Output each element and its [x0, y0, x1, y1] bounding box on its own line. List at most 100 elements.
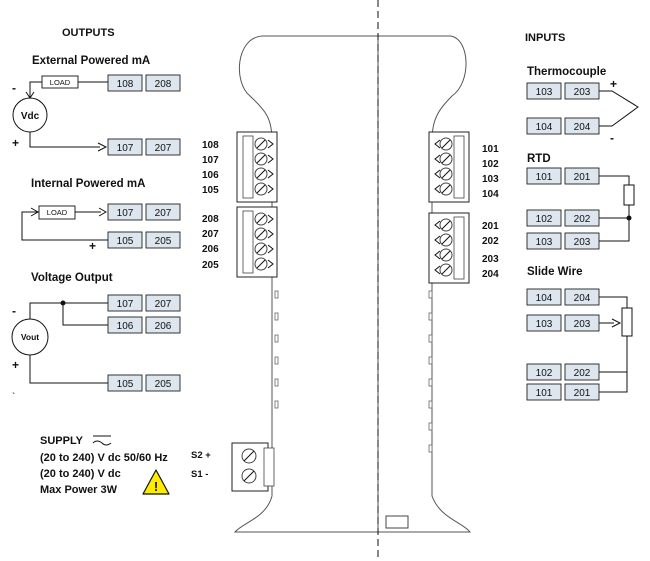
- svg-text:102: 102: [536, 368, 553, 379]
- terminal-104-tc: [526, 117, 562, 135]
- terminal-104-sw: [526, 288, 562, 306]
- svg-text:207: 207: [155, 299, 172, 310]
- ac-dc-symbol-icon: [92, 435, 112, 446]
- label-207: 207: [202, 229, 219, 240]
- svg-text:107: 107: [117, 208, 134, 219]
- supply-line-1: (20 to 240) V dc 50/60 Hz: [40, 452, 168, 464]
- svg-text:101: 101: [536, 388, 553, 399]
- tc-plus: +: [610, 77, 617, 91]
- outputs-heading: OUTPUTS: [62, 27, 115, 39]
- voltage-output-title: Voltage Output: [31, 272, 113, 284]
- terminal-106-vout: [107, 316, 143, 334]
- terminal-102-rtd: [526, 209, 562, 227]
- device-housing: [233, 35, 472, 533]
- right-upper-terminal-block: [428, 131, 470, 203]
- voltage-output-section: Voltage Output Vout - + ` 107 207 106 20…: [11, 272, 181, 403]
- svg-text:104: 104: [536, 293, 553, 304]
- svg-text:204: 204: [574, 122, 591, 133]
- label-202: 202: [482, 236, 499, 247]
- supply-line-3: Max Power 3W: [40, 484, 118, 496]
- terminal-102-sw: [526, 363, 562, 381]
- supply-terminal-block: [231, 442, 275, 492]
- terminal-105-internal: [107, 231, 143, 249]
- svg-text:101: 101: [536, 172, 553, 183]
- label-206: 206: [202, 244, 219, 255]
- vout-label: Vout: [21, 332, 39, 342]
- terminal-105-vout: [107, 374, 143, 392]
- svg-text:106: 106: [117, 321, 134, 332]
- terminal-103-sw: [526, 314, 562, 332]
- svg-text:203: 203: [574, 319, 591, 330]
- terminal-107: [107, 138, 143, 156]
- internal-load-label: LOAD: [47, 208, 68, 217]
- terminal-207: [145, 138, 181, 156]
- terminal-207-vout: [145, 294, 181, 312]
- internal-plus: +: [89, 239, 96, 253]
- supply-section: SUPPLY (20 to 240) V dc 50/60 Hz (20 to …: [40, 435, 211, 496]
- slide-wire-section: Slide Wire 104 204 103 203 102 202 101 2…: [526, 266, 633, 401]
- svg-text:105: 105: [117, 379, 134, 390]
- svg-text:108: 108: [117, 79, 134, 90]
- svg-text:202: 202: [574, 214, 591, 225]
- warning-triangle-icon: !: [142, 469, 170, 495]
- housing-right-half: [377, 35, 472, 533]
- svg-text:208: 208: [155, 79, 172, 90]
- vdc-minus: -: [12, 81, 16, 95]
- terminal-108: [107, 74, 143, 92]
- terminal-107-internal: [107, 203, 143, 221]
- vout-minus: -: [12, 304, 16, 318]
- label-102: 102: [482, 159, 499, 170]
- label-105: 105: [202, 185, 219, 196]
- svg-text:205: 205: [155, 379, 172, 390]
- label-205: 205: [202, 260, 219, 271]
- svg-text:206: 206: [155, 321, 172, 332]
- terminal-101-rtd: [526, 167, 562, 185]
- svg-text:105: 105: [117, 236, 134, 247]
- thermocouple-section: Thermocouple 103 203 104 204 + -: [526, 66, 639, 145]
- housing-slots: [274, 290, 433, 453]
- external-powered-ma-section: External Powered mA Vdc - + LOAD 108 208…: [12, 55, 181, 156]
- rtd-resistor: [623, 184, 635, 206]
- label-106: 106: [202, 170, 219, 181]
- terminal-207-internal: [145, 203, 181, 221]
- vdc-plus: +: [12, 136, 19, 150]
- svg-text:201: 201: [574, 172, 591, 183]
- vout-plus: +: [12, 358, 19, 372]
- rtd-title: RTD: [527, 153, 551, 165]
- rtd-junction-dot: [626, 215, 632, 221]
- supply-title: SUPPLY: [40, 435, 84, 447]
- external-powered-title: External Powered mA: [32, 55, 150, 67]
- label-107: 107: [202, 155, 219, 166]
- slide-wire-potentiometer: [621, 307, 633, 337]
- svg-text:203: 203: [574, 87, 591, 98]
- external-load-label: LOAD: [50, 78, 71, 87]
- terminal-107-vout: [107, 294, 143, 312]
- svg-text:203: 203: [574, 237, 591, 248]
- label-103: 103: [482, 174, 499, 185]
- svg-text:103: 103: [536, 237, 553, 248]
- device-terminal-labels: 108 107 106 105 208 207 206 205 101 102 …: [202, 140, 499, 280]
- label-104: 104: [482, 189, 499, 200]
- inputs-heading: INPUTS: [525, 32, 565, 44]
- label-203: 203: [482, 254, 499, 265]
- svg-text:207: 207: [155, 143, 172, 154]
- left-lower-terminal-block: [236, 206, 278, 278]
- terminal-101-sw: [526, 383, 562, 401]
- internal-powered-ma-section: Internal Powered mA LOAD + 107 207 105 2…: [21, 178, 181, 253]
- svg-text:202: 202: [574, 368, 591, 379]
- left-upper-terminal-block: [236, 131, 278, 203]
- svg-text:!: !: [154, 479, 158, 494]
- svg-text:204: 204: [574, 293, 591, 304]
- tc-minus: -: [610, 131, 614, 145]
- right-lower-terminal-block: [428, 212, 470, 284]
- label-204: 204: [482, 269, 499, 280]
- s2-label: S2 +: [191, 450, 211, 461]
- vout-tick: `: [12, 391, 15, 403]
- svg-text:107: 107: [117, 143, 134, 154]
- svg-text:104: 104: [536, 122, 553, 133]
- bottom-latch: [385, 515, 409, 529]
- svg-text:207: 207: [155, 208, 172, 219]
- terminal-206-vout: [145, 316, 181, 334]
- s1-label: S1 -: [191, 469, 208, 480]
- terminal-208: [145, 74, 181, 92]
